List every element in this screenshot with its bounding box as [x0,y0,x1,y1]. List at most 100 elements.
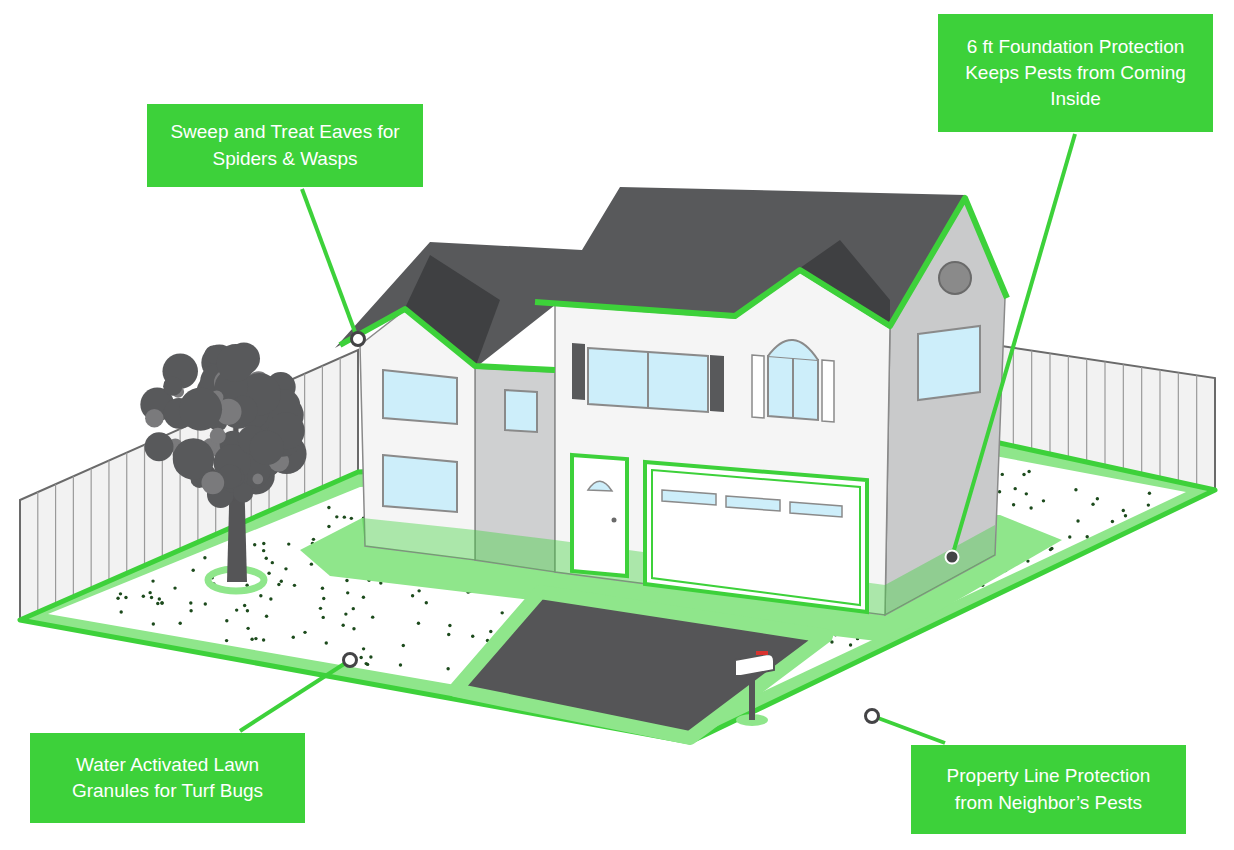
granule-dot [189,601,192,604]
granule-dot [1148,492,1151,495]
granule-dot [179,622,182,625]
fence-slat [1196,375,1197,486]
granule-dot [1013,487,1016,490]
window-arch [768,340,818,360]
granule-dot [343,515,346,518]
granule-dot [235,608,238,611]
tree-foliage [217,344,255,382]
tree-foliage [145,432,174,461]
granule-dot [156,602,159,605]
fence-slat [144,445,145,566]
granule-dot [1076,519,1079,522]
granule-dot [173,586,176,589]
granule-dot [259,594,262,597]
fence-slat [340,358,341,480]
fence-slat [108,461,109,582]
granule-dot [269,597,272,600]
granule-dot [148,591,151,594]
granule-dot [262,542,265,545]
granule-dot [1025,492,1028,495]
leader-line [878,718,945,743]
granule-dot [152,622,155,625]
granule-dot [192,569,195,572]
granule-dot [124,596,127,599]
driveway [455,592,826,738]
garage-door [645,462,867,612]
granule-dot [262,549,265,552]
granule-dot [447,633,450,636]
leader-line [954,134,1075,550]
tree-foliage [252,474,263,485]
granule-dot [998,490,1001,493]
shutter [710,355,724,412]
granule-dot [287,542,290,545]
granule-dot [446,667,449,670]
granule-dot [1122,509,1125,512]
fence-slat [37,492,38,612]
granule-dot [284,567,287,570]
granule-dot [271,561,274,564]
granule-dot [411,594,414,597]
granule-dot [425,601,428,604]
granule-dot [1029,506,1032,509]
property-line-band [20,442,1215,742]
granule-dot [225,619,228,622]
tree-foliage [163,377,182,396]
granule-dot [362,647,365,650]
tree-foliage [210,428,226,444]
granule-dot [500,611,503,614]
granule-dot [119,610,122,613]
door-window [588,481,612,491]
mailbox-flag [756,651,768,655]
granule-dot [359,656,362,659]
eave-outline [340,309,555,370]
granule-dot [293,584,296,587]
granule-dot [1027,470,1030,473]
window [918,326,980,400]
granule-dot [277,583,280,586]
mailbox-post [749,668,755,720]
fence-slat [1068,356,1069,458]
granule-dot [142,595,145,598]
garage-window [790,502,842,517]
granule-dot [1022,473,1025,476]
fence-slat [1178,373,1179,483]
window [383,370,457,424]
granule-dot [319,607,322,610]
granule-dot [204,602,207,605]
leader-line [302,189,355,332]
callout-box: Water Activated Lawn Granules for Turf B… [30,733,305,823]
callout-marker [352,333,365,346]
granule-dot [267,572,270,575]
granule-dot [335,515,338,518]
granule-dot [160,601,163,604]
fence-slat [1031,351,1032,451]
fence-slat [126,453,127,574]
granule-dot [265,615,268,618]
granule-dot [364,662,367,665]
garage-window [662,490,716,505]
granule-dot [402,644,405,647]
granule-dot [151,579,154,582]
garage-door-frame [652,470,860,605]
callout-box: Property Line Protection from Neighbor’s… [911,745,1186,834]
granule-dot [345,579,348,582]
callout-box: Sweep and Treat Eaves for Spiders & Wasp… [147,104,423,187]
granule-dot [243,604,246,607]
granule-dot [303,631,306,634]
fence-slat [1013,348,1014,446]
granule-dot [327,525,330,528]
granule-dot [203,556,206,559]
granule-dot [292,636,295,639]
granule-dot [1111,520,1114,523]
fence-slat [1141,367,1142,474]
granule-dot [119,592,122,595]
shutter [822,360,834,422]
window-frame [792,358,794,418]
granule-dot [448,624,451,627]
granule-dot [262,638,265,641]
granule-dot [417,622,420,625]
granule-dot [1042,499,1045,502]
callout-marker [344,654,357,667]
